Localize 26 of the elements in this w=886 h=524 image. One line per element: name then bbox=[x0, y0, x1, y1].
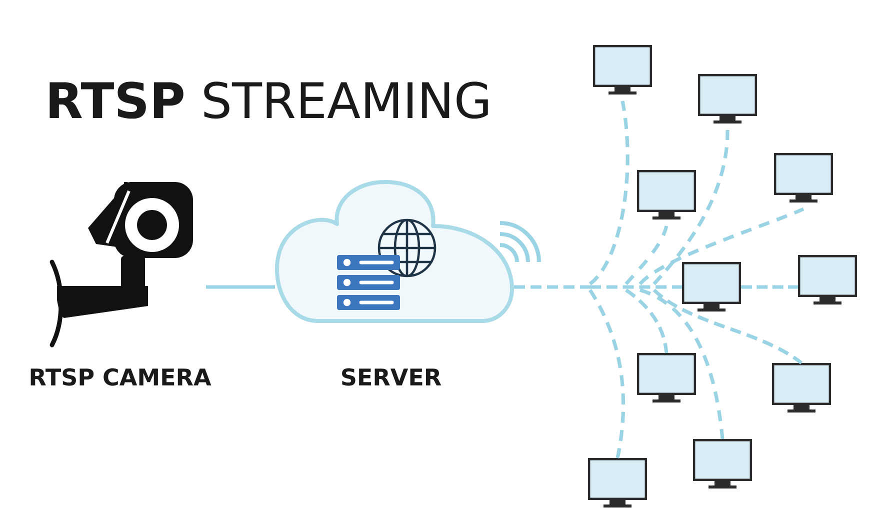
monitor-icon bbox=[593, 45, 652, 94]
dashed-line bbox=[638, 207, 804, 286]
dashed-line bbox=[741, 285, 798, 289]
monitor-icon bbox=[682, 262, 741, 312]
dashed-line bbox=[588, 289, 626, 458]
title: RTSP STREAMING bbox=[50, 82, 488, 119]
monitor-icon bbox=[698, 74, 757, 124]
monitor-icon bbox=[588, 458, 647, 508]
caption-label: RTSP CAMERA bbox=[30, 368, 212, 386]
camera-icon bbox=[50, 182, 193, 348]
monitor-icon bbox=[798, 255, 857, 304]
monitor-icon bbox=[637, 170, 696, 220]
dashed-line bbox=[590, 285, 682, 289]
monitor-icon bbox=[637, 353, 696, 402]
dashed-line bbox=[514, 285, 590, 289]
dashed-line bbox=[652, 130, 730, 286]
dashed-line bbox=[652, 288, 803, 364]
caption-label: SERVER bbox=[342, 368, 442, 386]
monitor-icon bbox=[693, 439, 752, 488]
connector-line bbox=[206, 285, 275, 289]
monitor-icon bbox=[772, 363, 831, 412]
monitor-icon bbox=[774, 153, 833, 202]
dashed-line bbox=[624, 225, 668, 286]
dashed-line bbox=[639, 288, 724, 440]
dashed-line bbox=[588, 100, 630, 286]
dashed-line bbox=[624, 288, 668, 354]
